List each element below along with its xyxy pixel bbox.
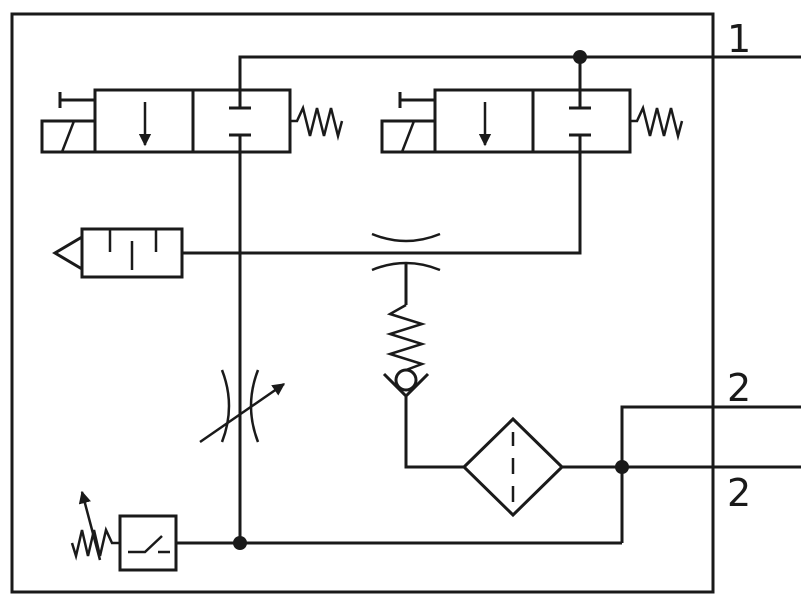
sensor-junction — [233, 536, 247, 550]
supply-junction — [573, 50, 587, 64]
switch-contact-icon — [128, 535, 163, 554]
output-lines — [562, 405, 801, 543]
adjustable-spring-icon — [70, 526, 120, 561]
solenoid-actuator-icon — [380, 92, 437, 154]
solenoid-actuator-icon — [40, 92, 97, 154]
solenoid-valve-right — [380, 88, 684, 154]
spring-icon — [290, 104, 344, 141]
port-label-2-upper: 2 — [727, 366, 752, 410]
check-ball-icon — [394, 368, 418, 392]
port-label-1: 1 — [727, 17, 752, 61]
spring-icon — [385, 303, 427, 372]
fixed-throttle — [371, 232, 441, 272]
port-label-2-lower: 2 — [727, 471, 752, 515]
pressure-switch — [70, 490, 178, 572]
spring-check-valve — [382, 264, 464, 469]
output-junction — [615, 460, 629, 474]
valve-right-output-line — [182, 152, 582, 255]
adjustable-throttle — [199, 369, 286, 444]
exhaust-triangle-icon — [52, 234, 84, 272]
filter — [461, 416, 565, 518]
spring-icon — [630, 104, 684, 141]
vacuum-ejector — [52, 227, 184, 279]
supply-line — [238, 50, 801, 90]
housing-frame — [10, 12, 715, 594]
solenoid-valve-left — [40, 88, 344, 154]
